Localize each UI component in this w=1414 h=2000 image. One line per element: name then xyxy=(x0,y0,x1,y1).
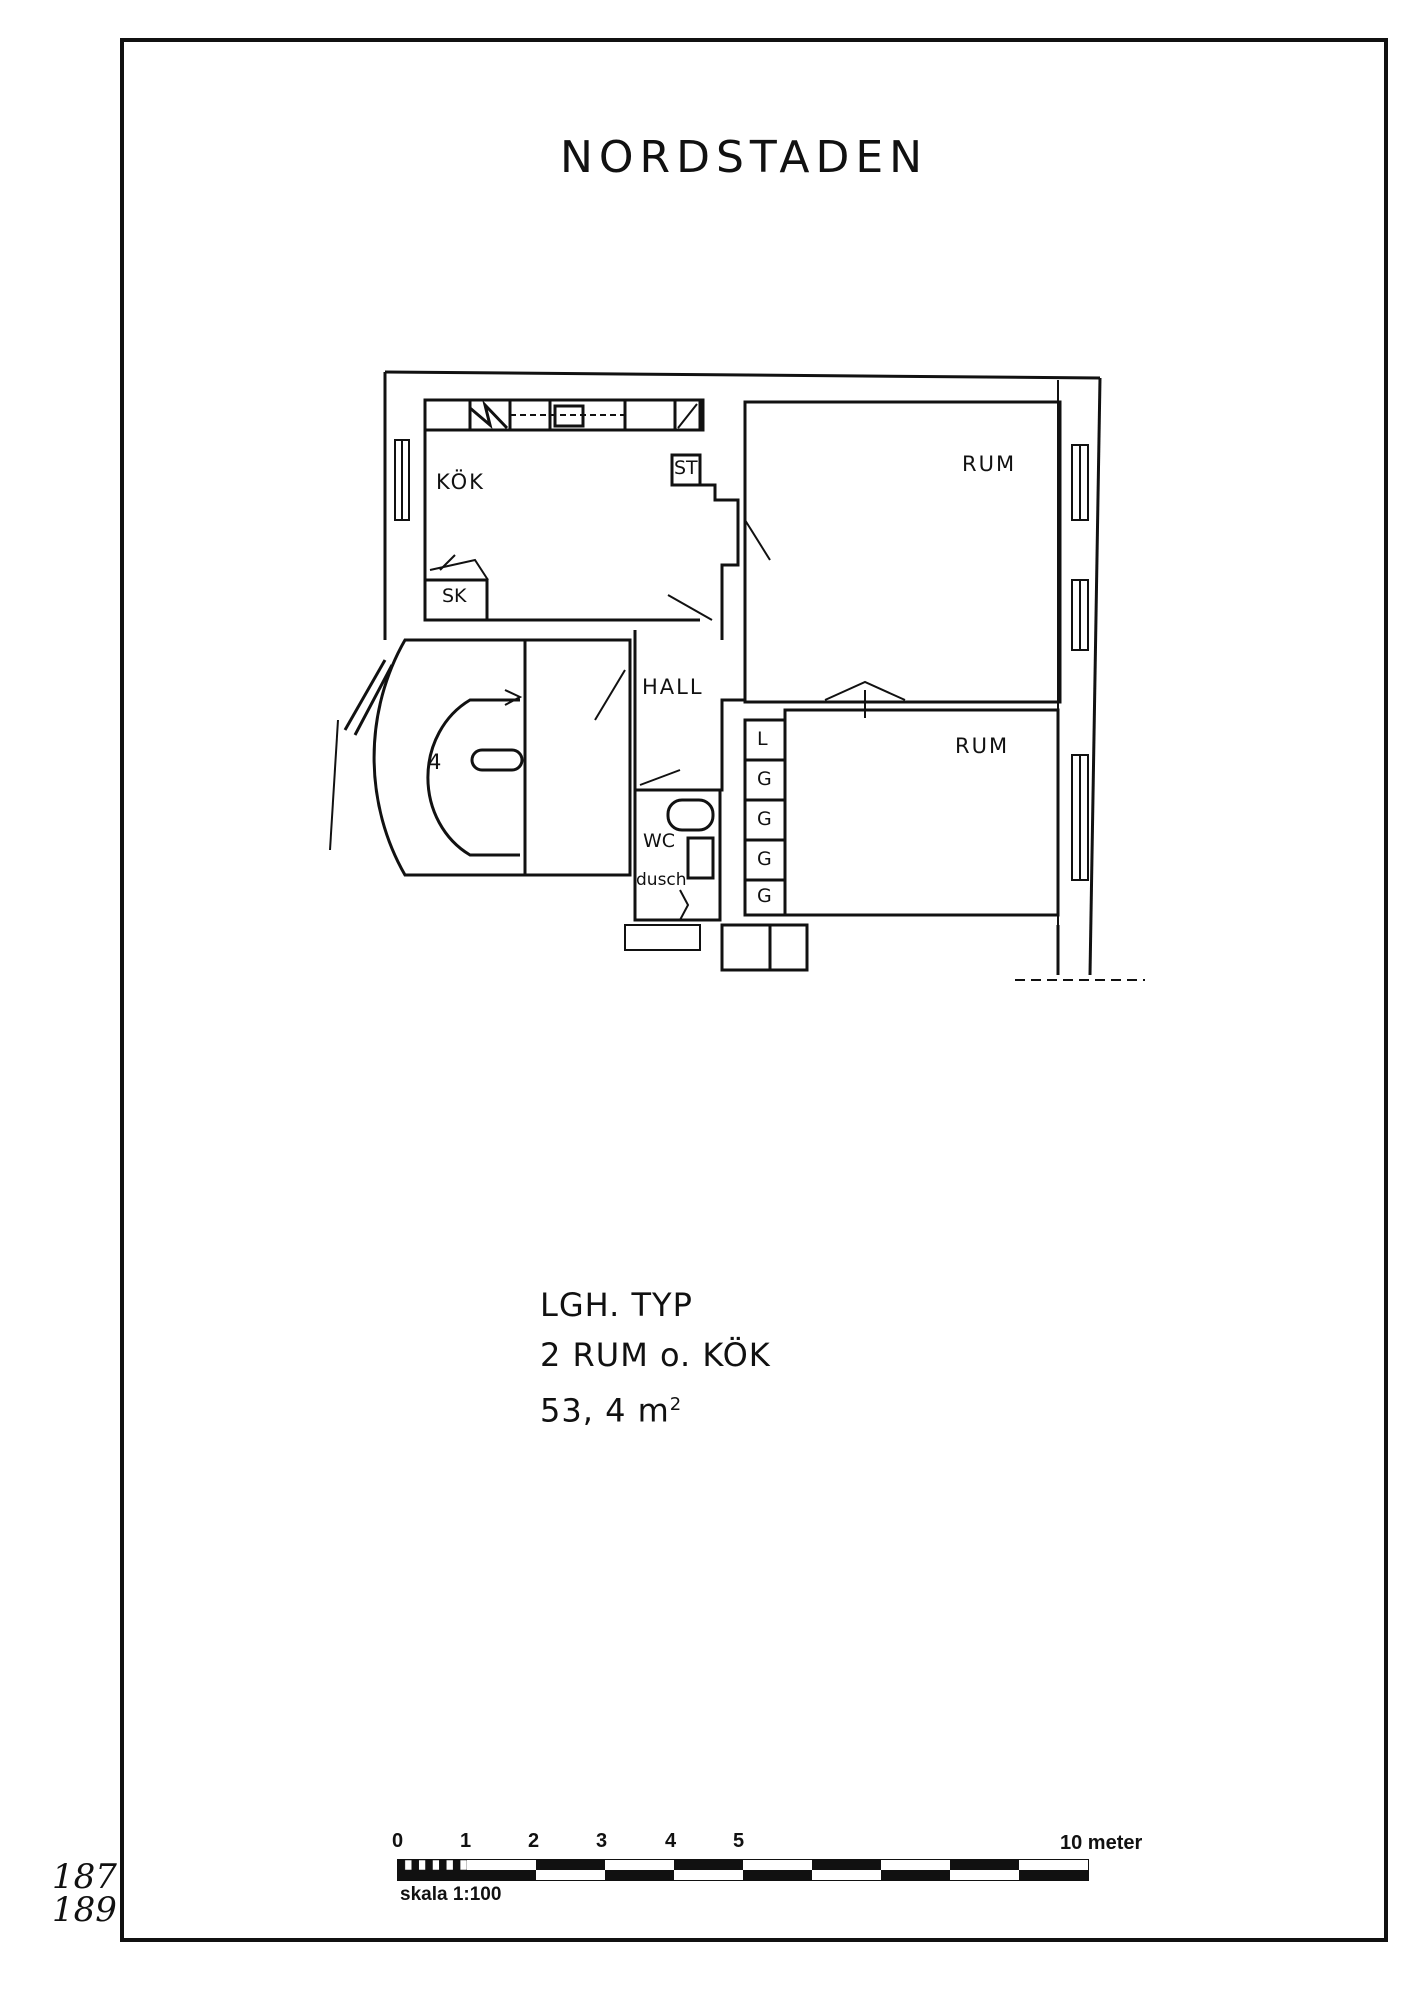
apartment-area: 53, 4 m2 xyxy=(540,1380,771,1436)
scale-segment xyxy=(743,1870,812,1880)
page-number: 189 xyxy=(52,1890,117,1930)
scale-segment xyxy=(1019,1870,1088,1880)
scale-tick-label: 5 xyxy=(733,1830,745,1852)
scale-segment xyxy=(605,1860,674,1870)
stair-number: 4 xyxy=(428,750,444,774)
apartment-area-value: 53, 4 m xyxy=(540,1391,670,1430)
closet-label: G xyxy=(757,768,772,790)
scale-bar xyxy=(397,1859,1089,1881)
scale-segment xyxy=(881,1870,950,1880)
apartment-rooms: 2 RUM o. KÖK xyxy=(540,1336,771,1374)
kitchen-window xyxy=(394,439,410,521)
scale-segment xyxy=(743,1860,812,1870)
closet-label: G xyxy=(757,848,772,870)
sheet-border xyxy=(120,38,1388,1942)
scale-subdivision xyxy=(418,1859,426,1871)
shower-label: dusch xyxy=(636,870,687,890)
scale-tick-label: 4 xyxy=(665,1830,677,1852)
scale-subdivision xyxy=(439,1859,447,1871)
scale-segment xyxy=(467,1860,536,1870)
scale-tick-label: 3 xyxy=(596,1830,608,1852)
scale-subdivision xyxy=(432,1859,440,1871)
stair-bay xyxy=(329,638,632,877)
scale-end-label: 10 meter xyxy=(1060,1832,1143,1854)
scale-segment xyxy=(812,1870,881,1880)
scale-segment xyxy=(467,1870,536,1880)
area-superscript: 2 xyxy=(669,1394,683,1415)
wc-room xyxy=(624,788,722,951)
scale-segment xyxy=(674,1860,743,1870)
page-title: NORDSTADEN xyxy=(560,132,929,183)
hall-room xyxy=(594,630,906,792)
floor-plan xyxy=(329,370,1145,981)
scale-segment xyxy=(950,1870,1019,1880)
scale-subdivision xyxy=(452,1859,461,1871)
upper-room-label: RUM xyxy=(962,452,1017,476)
scale-subdivision xyxy=(425,1859,433,1871)
kitchen-room xyxy=(423,398,740,640)
scale-segment xyxy=(536,1860,605,1870)
scale-segment xyxy=(1019,1860,1088,1870)
scale-tick-label: 0 xyxy=(392,1830,404,1852)
scale-segment xyxy=(605,1870,674,1880)
page-number: 187 xyxy=(52,1857,117,1897)
wc-label: WC xyxy=(643,830,676,852)
closet-label: L xyxy=(757,728,768,750)
scale-tick-label: 2 xyxy=(528,1830,540,1852)
apartment-summary: LGH. TYP 2 RUM o. KÖK 53, 4 m2 xyxy=(540,1280,771,1436)
scale-tick-label: 1 xyxy=(460,1830,472,1852)
upper-room xyxy=(743,400,1089,704)
scale-subdivision xyxy=(459,1859,468,1871)
lower-room xyxy=(783,708,1089,917)
scale-segment xyxy=(950,1860,1019,1870)
hall-label: HALL xyxy=(642,675,704,699)
apartment-type: LGH. TYP xyxy=(540,1286,693,1324)
scale-caption: skala 1:100 xyxy=(400,1884,502,1905)
cabinet-label: SK xyxy=(442,585,467,607)
lower-room-label: RUM xyxy=(955,734,1010,758)
scale-subdivision xyxy=(404,1859,413,1871)
scale-segment xyxy=(881,1860,950,1870)
scale-segment xyxy=(812,1860,881,1870)
scale-segment xyxy=(674,1870,743,1880)
closet-label: G xyxy=(757,808,772,830)
scale-segment xyxy=(398,1870,467,1880)
scale-segment xyxy=(536,1870,605,1880)
lower-structure xyxy=(720,923,1145,981)
scale-subdivision xyxy=(397,1859,406,1871)
closet-label: G xyxy=(757,885,772,907)
scale-subdivision xyxy=(446,1859,454,1871)
stove-label: ST xyxy=(674,457,698,479)
kitchen-label: KÖK xyxy=(436,470,485,494)
scale-subdivision xyxy=(411,1859,419,1871)
